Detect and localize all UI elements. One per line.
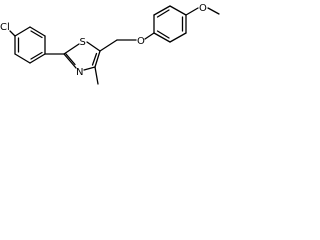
double-bond-inner <box>65 53 76 66</box>
bond <box>83 66 96 71</box>
chemical-structure: Cl S N O O <box>0 3 220 85</box>
bond-cl <box>9 30 16 37</box>
bond-ch2 <box>99 39 118 52</box>
bond <box>153 5 171 16</box>
bond <box>86 41 101 52</box>
bond <box>14 53 31 64</box>
bond <box>29 53 46 64</box>
bond <box>63 43 80 55</box>
bond <box>63 53 77 69</box>
bond-aryl-o <box>185 7 199 16</box>
bond <box>29 26 46 37</box>
bond <box>153 32 171 43</box>
double-bond-inner <box>30 51 43 60</box>
bond <box>14 26 31 37</box>
methoxy-oxygen-atom-label: O <box>199 3 207 14</box>
chlorine-atom-label: Cl <box>0 22 10 33</box>
chlorophenyl-ring <box>14 26 46 64</box>
double-bond-inner <box>30 30 43 39</box>
ether-oxygen-atom-label: O <box>137 36 145 47</box>
bond-o-methyl <box>207 7 220 15</box>
thiazole-ring <box>63 41 101 71</box>
nitrogen-atom-label: N <box>76 67 83 78</box>
double-bond-inner <box>91 52 98 66</box>
double-bond-inner <box>156 30 170 39</box>
bond-o-aryl <box>144 32 155 40</box>
double-bond-inner <box>156 9 170 18</box>
sulfur-atom-label: S <box>80 37 86 48</box>
bond-methyl <box>94 66 99 85</box>
bond <box>169 5 187 16</box>
bond <box>169 32 187 43</box>
methoxyphenyl-ring <box>153 5 187 43</box>
bond <box>94 50 101 68</box>
